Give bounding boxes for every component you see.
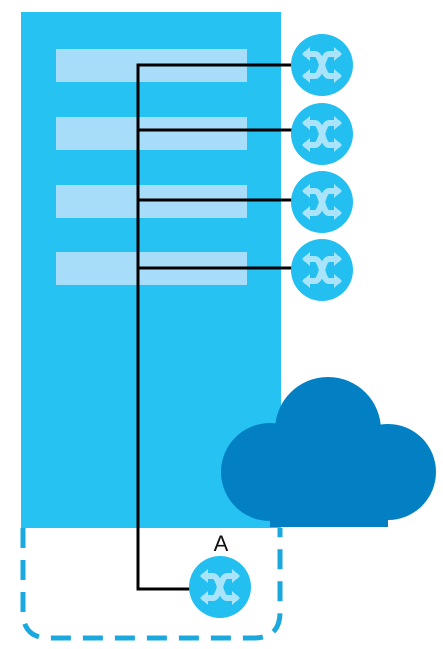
dashed-group-border bbox=[20, 528, 283, 641]
network-switch-icon-1 bbox=[291, 34, 353, 96]
connection-lines bbox=[136, 63, 292, 591]
server-slot-2 bbox=[56, 117, 247, 150]
network-switch-icon-3 bbox=[291, 171, 353, 233]
network-switch-icon-2 bbox=[291, 103, 353, 165]
cloud-icon bbox=[221, 377, 436, 527]
network-switch-icon-4 bbox=[291, 239, 353, 301]
switch-a-label: A bbox=[214, 531, 229, 556]
network-switch-icon-a bbox=[189, 556, 251, 618]
